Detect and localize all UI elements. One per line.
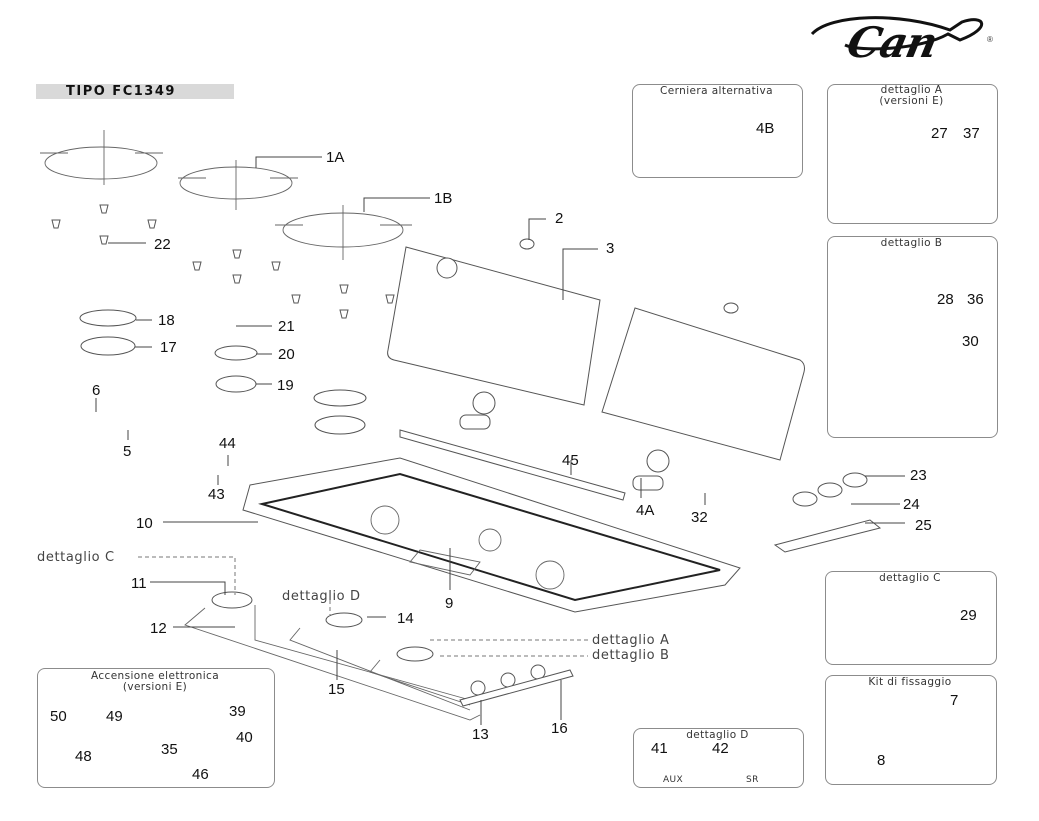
box-dettaglio-b-title: dettaglio B <box>880 237 943 249</box>
model-banner <box>36 84 234 99</box>
label-8: 8 <box>877 752 886 769</box>
label-49: 49 <box>106 708 123 725</box>
label-4b: 4B <box>756 120 775 137</box>
title-line2: (versioni E) <box>879 95 944 108</box>
pan-support-1a <box>178 160 298 210</box>
label-21: 21 <box>278 318 295 335</box>
hinge-bar <box>399 429 626 501</box>
label-1b: 1B <box>434 190 453 207</box>
label-sr: SR <box>746 775 759 785</box>
label-17: 17 <box>160 339 177 356</box>
ref-dettaglio-d: dettaglio D <box>282 589 361 604</box>
burner-parts <box>79 309 367 435</box>
label-44: 44 <box>219 435 236 452</box>
box-dettaglio-b <box>827 236 998 438</box>
gas-pipes <box>184 605 481 721</box>
label-36: 36 <box>967 291 984 308</box>
reference-lines <box>138 556 588 657</box>
label-23: 23 <box>910 467 927 484</box>
box-kit-title: Kit di fissaggio <box>868 676 952 688</box>
label-2: 2 <box>555 210 564 227</box>
label-5: 5 <box>123 443 132 460</box>
label-28: 28 <box>937 291 954 308</box>
box-dettaglio-d-title: dettaglio D <box>686 729 749 741</box>
ref-dettaglio-c: dettaglio C <box>37 550 115 565</box>
box-dettaglio-c <box>825 571 997 665</box>
label-29: 29 <box>960 607 977 624</box>
glass-lid-right <box>601 307 805 461</box>
ref-dettaglio-b: dettaglio B <box>592 648 670 663</box>
label-9: 9 <box>445 595 454 612</box>
box-dettaglio-c-title: dettaglio C <box>879 572 941 584</box>
pan-support-1b <box>275 205 412 260</box>
label-42: 42 <box>712 740 729 757</box>
pan-support-1 <box>40 130 163 185</box>
label-22: 22 <box>154 236 171 253</box>
label-41: 41 <box>651 740 668 757</box>
label-46: 46 <box>192 766 209 783</box>
box-accensione-title: Accensione elettronica(versioni E) <box>37 670 273 694</box>
label-4a: 4A <box>636 502 655 519</box>
rubber-feet <box>51 204 395 319</box>
label-43: 43 <box>208 486 225 503</box>
label-20: 20 <box>278 346 295 363</box>
label-30: 30 <box>962 333 979 350</box>
label-32: 32 <box>691 509 708 526</box>
label-18: 18 <box>158 312 175 329</box>
box-cerniera-title: Cerniera alternativa <box>660 85 773 97</box>
label-16: 16 <box>551 720 568 737</box>
registered-mark: ® <box>987 35 993 44</box>
box-dettaglio-a-title: dettaglio A(versioni E) <box>827 84 996 108</box>
box-accensione-elettronica <box>37 668 275 788</box>
box-kit-fissaggio <box>825 675 997 785</box>
label-27: 27 <box>931 125 948 142</box>
lid-knob <box>519 238 535 250</box>
label-40: 40 <box>236 729 253 746</box>
label-15: 15 <box>328 681 345 698</box>
control-knobs <box>773 472 882 553</box>
label-39: 39 <box>229 703 246 720</box>
label-3: 3 <box>606 240 615 257</box>
label-aux: AUX <box>663 775 684 785</box>
title-line1: dettaglio A <box>880 84 943 96</box>
label-12: 12 <box>150 620 167 637</box>
box-dettaglio-d <box>633 728 804 788</box>
label-37: 37 <box>963 125 980 142</box>
logo-swoosh <box>810 16 984 51</box>
label-50: 50 <box>50 708 67 725</box>
brand-logo: Can <box>842 18 942 67</box>
title-line1: Accensione elettronica <box>90 670 220 682</box>
label-24: 24 <box>903 496 920 513</box>
label-14: 14 <box>397 610 414 627</box>
label-7: 7 <box>950 692 959 709</box>
hob-tray <box>242 457 741 613</box>
label-25: 25 <box>915 517 932 534</box>
label-13: 13 <box>472 726 489 743</box>
label-35: 35 <box>161 741 178 758</box>
label-6: 6 <box>92 382 101 399</box>
label-11: 11 <box>131 575 147 592</box>
title-line2: (versioni E) <box>122 681 188 694</box>
box-cerniera-alternativa <box>632 84 803 178</box>
gas-manifold <box>459 669 574 707</box>
label-45: 45 <box>562 452 579 469</box>
model-title: TIPO FC1349 <box>66 84 176 99</box>
box-dettaglio-a <box>827 84 998 224</box>
label-10: 10 <box>136 515 153 532</box>
label-19: 19 <box>277 377 294 394</box>
hinge-right <box>632 449 670 491</box>
label-48: 48 <box>75 748 92 765</box>
hinge-left <box>459 391 496 430</box>
ref-dettaglio-a: dettaglio A <box>592 633 670 648</box>
label-1a: 1A <box>326 149 345 166</box>
glass-lid-left <box>387 246 601 406</box>
